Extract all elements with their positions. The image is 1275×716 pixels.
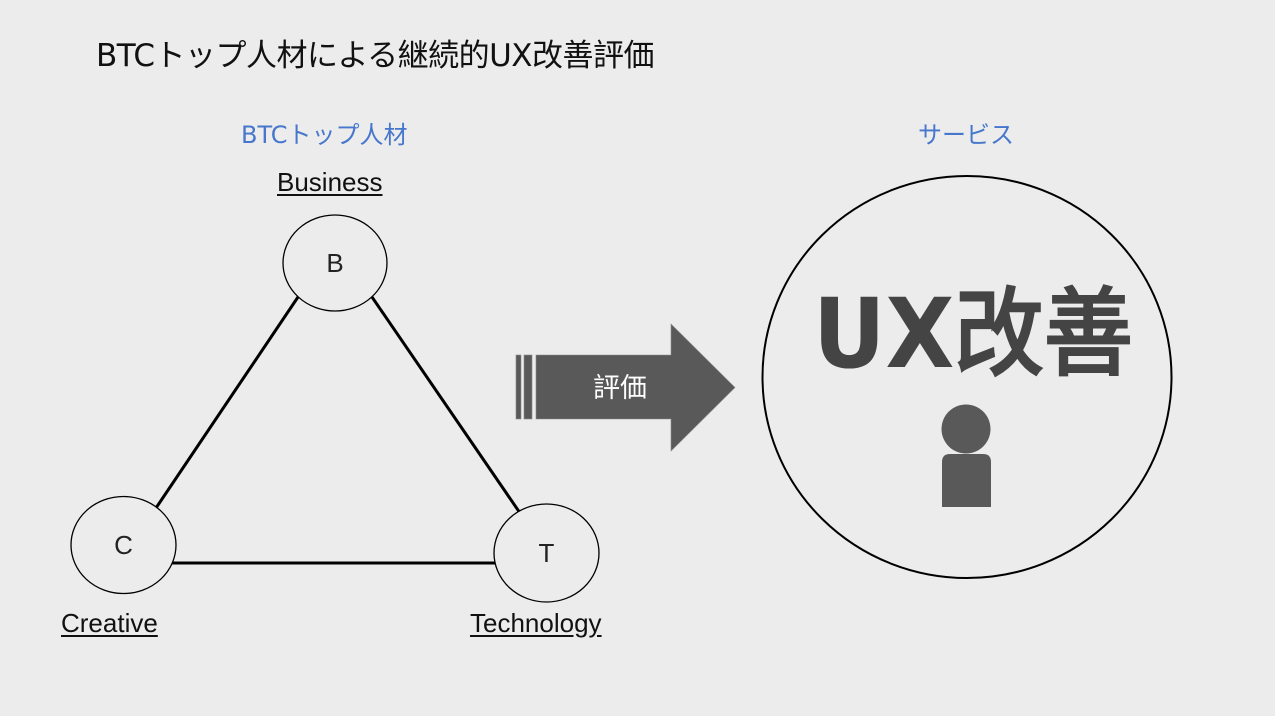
node-circle [493,503,600,603]
triangle-edges [154,296,522,565]
service-heading: サービス [918,121,1014,149]
arrow-stripe-1 [515,354,522,420]
node-letter-c: C [114,530,133,560]
edge-b-c [154,296,300,509]
slide-title: BTCトップ人材による継続的UX改善評価 [96,38,655,74]
caption-technology: Technology [470,608,602,638]
arrow-label: 評価 [593,373,647,404]
striped-right-arrow-icon: 評価 [515,323,736,452]
edge-b-t [370,296,522,514]
btc-heading: BTCトップ人材 [241,121,408,149]
node-business: B [282,214,388,312]
arrow-stripe-2 [523,354,533,420]
service-circle-outline [761,175,1173,579]
person-body [942,454,991,507]
caption-creative: Creative [61,608,158,638]
node-circle [70,495,177,595]
person-icon [941,404,991,507]
node-letter-t: T [539,538,555,568]
caption-business: Business [277,167,383,197]
ux-improvement-text: UX改善 [813,278,1133,390]
node-creative: C [70,495,177,595]
node-letter-b: B [326,248,343,278]
node-circle [282,214,388,312]
arrow-body [535,323,736,452]
service-circle: UX改善 [761,175,1173,579]
person-head [941,404,991,454]
node-technology: T [493,503,600,603]
